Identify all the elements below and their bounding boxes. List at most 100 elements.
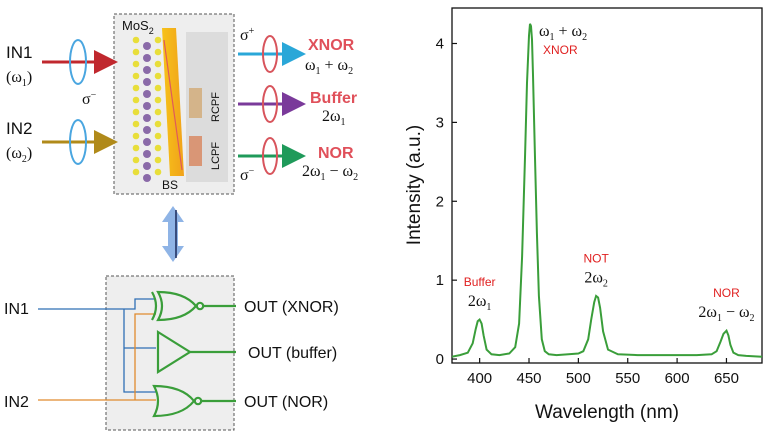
out-nor-ring xyxy=(262,137,278,175)
plot-frame xyxy=(451,7,763,364)
sulfur-atom xyxy=(132,144,140,152)
molybdenum-atom xyxy=(143,162,151,170)
sigma-plus-output: σ+ xyxy=(240,26,255,44)
sulfur-atom xyxy=(132,108,140,116)
y-tick-label: 1 xyxy=(436,272,444,289)
sulfur-atom xyxy=(154,144,162,152)
peak-equation: ω1 + ω2 xyxy=(539,23,587,43)
molybdenum-atom xyxy=(143,174,151,182)
sulfur-atom xyxy=(154,96,162,104)
sulfur-atom xyxy=(132,120,140,128)
in1-label: IN1 xyxy=(6,43,32,62)
sulfur-atom xyxy=(132,36,140,44)
logic-circuit: IN1 IN2 OUT (XNOR) OUT (buffer) xyxy=(4,275,339,431)
lcpf-filter xyxy=(189,136,202,166)
x-axis: 400 450 500 550 600 650 xyxy=(467,358,739,387)
peak-equation: 2ω2 xyxy=(584,269,608,289)
y-tick-label: 3 xyxy=(436,114,444,131)
mos2-lattice xyxy=(132,36,162,182)
buffer-output-label: Buffer xyxy=(310,90,357,107)
molybdenum-atom xyxy=(143,126,151,134)
logic-out-buffer-label: OUT (buffer) xyxy=(248,345,337,362)
molybdenum-atom xyxy=(143,102,151,110)
in1-polarization-ring xyxy=(69,39,87,85)
x-tick-label: 650 xyxy=(714,370,739,387)
in1-frequency: (ω1) xyxy=(6,69,32,89)
xnor-gate xyxy=(151,290,236,322)
out-xnor-ring xyxy=(262,35,278,73)
sulfur-atom xyxy=(154,132,162,140)
sulfur-atom xyxy=(132,168,140,176)
y-tick-label: 4 xyxy=(436,36,444,53)
lcpf-label: LCPF xyxy=(210,142,222,170)
peak-tag: Buffer xyxy=(464,275,496,289)
y-axis: 0 1 2 3 4 xyxy=(436,36,457,368)
sulfur-atom xyxy=(132,84,140,92)
sulfur-atom xyxy=(132,156,140,164)
sulfur-atom xyxy=(154,168,162,176)
spectrum-line xyxy=(451,23,763,358)
sulfur-atom xyxy=(154,60,162,68)
peak-equation: 2ω1 − ω2 xyxy=(698,304,754,324)
logic-out-nor-label: OUT (NOR) xyxy=(244,394,328,411)
y-axis-title: Intensity (a.u.) xyxy=(404,125,425,245)
sulfur-atom xyxy=(154,48,162,56)
x-tick-label: 500 xyxy=(566,370,591,387)
in1-branch-wire xyxy=(123,309,156,393)
nor-output-label: NOR xyxy=(318,145,354,162)
sulfur-atom xyxy=(154,156,162,164)
molybdenum-atom xyxy=(143,90,151,98)
x-tick-label: 400 xyxy=(467,370,492,387)
peak-tag: XNOR xyxy=(543,43,578,57)
molybdenum-atom xyxy=(143,138,151,146)
buffer-output-equation: 2ω1 xyxy=(322,108,346,128)
xnor-output-label: XNOR xyxy=(308,37,355,54)
sulfur-atom xyxy=(154,84,162,92)
x-tick-label: 450 xyxy=(516,370,541,387)
out-buffer-ring xyxy=(262,85,278,123)
nor-output-equation: 2ω1 − ω2 xyxy=(302,163,358,183)
molybdenum-atom xyxy=(143,114,151,122)
molybdenum-atom xyxy=(143,66,151,74)
rcpf-label: RCPF xyxy=(210,92,222,122)
xnor-output-equation: ω1 + ω2 xyxy=(305,57,353,77)
sulfur-atom xyxy=(154,120,162,128)
x-axis-title: Wavelength (nm) xyxy=(535,402,679,423)
logic-in2-label: IN2 xyxy=(4,394,29,411)
x-tick-label: 600 xyxy=(665,370,690,387)
buffer-gate xyxy=(156,330,236,374)
in2-branch-wire xyxy=(134,313,156,400)
in2-frequency: (ω2) xyxy=(6,145,32,165)
x-tick-label: 550 xyxy=(615,370,640,387)
spectrum-chart: 400 450 500 550 600 650 0 1 2 3 4 Buffer 2ω1 ω1 + ω… xyxy=(404,7,763,423)
sulfur-atom xyxy=(132,132,140,140)
sulfur-atom xyxy=(132,60,140,68)
in2-polarization-ring xyxy=(69,119,87,165)
molybdenum-atom xyxy=(143,42,151,50)
peak-equation: 2ω1 xyxy=(468,293,492,313)
optical-schematic: MoS2 BS RCPF LCPF IN1 (ω1) IN2 (ω2) σ− xyxy=(6,13,358,195)
logic-in1-label: IN1 xyxy=(4,301,29,318)
molybdenum-atom xyxy=(143,150,151,158)
double-arrow xyxy=(162,206,184,262)
molybdenum-atom xyxy=(143,78,151,86)
sulfur-atom xyxy=(132,72,140,80)
mos2-label: MoS2 xyxy=(122,18,154,36)
sigma-minus-output: σ− xyxy=(240,166,255,184)
y-tick-label: 0 xyxy=(436,351,444,368)
rcpf-filter xyxy=(189,88,202,118)
bs-label: BS xyxy=(162,178,178,192)
peak-tag: NOR xyxy=(713,286,740,300)
in2-label: IN2 xyxy=(6,119,32,138)
sulfur-atom xyxy=(132,48,140,56)
sulfur-atom xyxy=(154,72,162,80)
sigma-minus-input: σ− xyxy=(82,90,97,108)
peak-tag: NOT xyxy=(583,251,609,265)
y-tick-label: 2 xyxy=(436,193,444,210)
sulfur-atom xyxy=(154,108,162,116)
in1-wire xyxy=(38,298,156,310)
sulfur-atom xyxy=(154,36,162,44)
nor-gate xyxy=(152,384,236,418)
